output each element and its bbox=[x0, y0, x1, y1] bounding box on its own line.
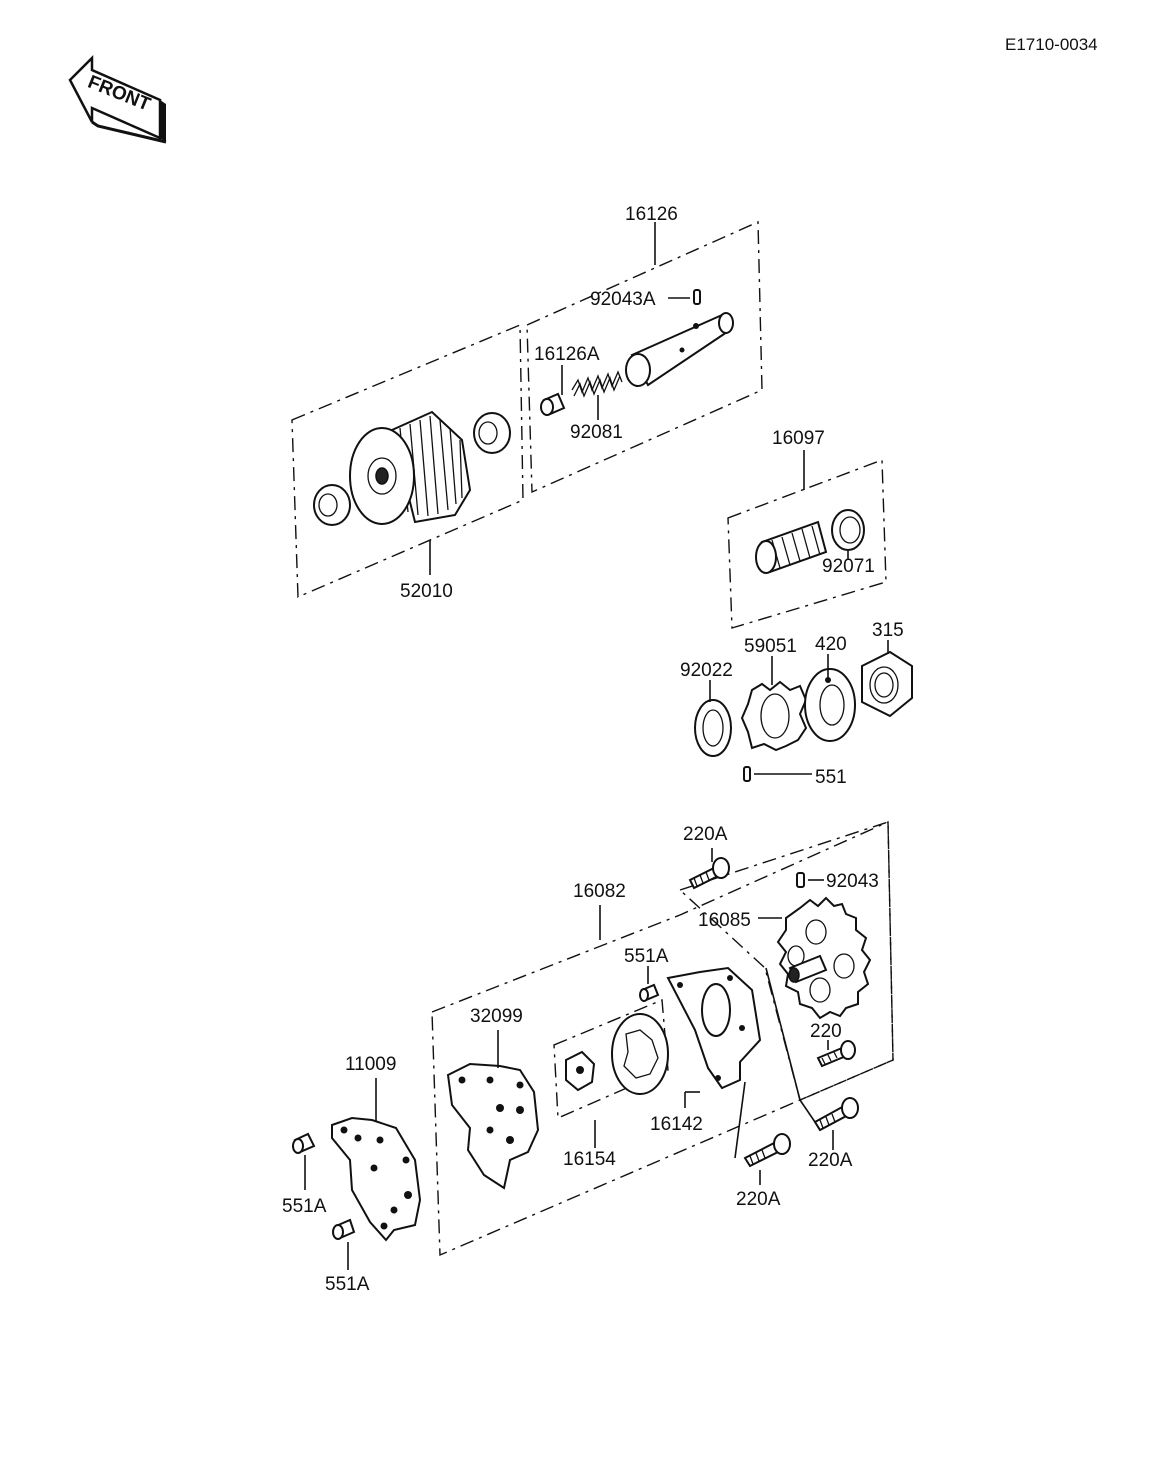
label-52010: 52010 bbox=[400, 581, 453, 602]
label-220A-right: 220A bbox=[808, 1150, 853, 1171]
outer-rotor bbox=[611, 1013, 669, 1095]
label-420: 420 bbox=[815, 634, 847, 655]
pin-551A-mid bbox=[639, 983, 660, 1002]
pin-92043A bbox=[693, 289, 701, 305]
pump-body-16142 bbox=[666, 966, 762, 1090]
relief-valve-body bbox=[625, 312, 734, 387]
bolt-220A-right bbox=[813, 1097, 859, 1132]
pin-551 bbox=[743, 766, 751, 782]
spring-92081 bbox=[571, 370, 623, 398]
strainer-group: 16097 92071 bbox=[727, 428, 887, 629]
bolt-220 bbox=[816, 1040, 856, 1068]
label-16126A: 16126A bbox=[534, 344, 600, 365]
washer-92022 bbox=[694, 699, 732, 757]
gasket-32099 bbox=[446, 1062, 540, 1190]
label-92071: 92071 bbox=[822, 556, 875, 577]
diagram-code: E1710-0034 bbox=[1005, 35, 1098, 54]
label-16085: 16085 bbox=[698, 910, 751, 931]
oil-pump-group: 16082 220A 92043 16085 bbox=[282, 820, 894, 1295]
label-551: 551 bbox=[815, 767, 847, 788]
label-220: 220 bbox=[810, 1021, 842, 1042]
bolt-220A-top bbox=[688, 857, 730, 890]
pump-cover-11009 bbox=[331, 1116, 422, 1242]
label-92043A: 92043A bbox=[590, 289, 656, 310]
drive-gear-row: 92022 59051 420 315 551 bbox=[680, 620, 913, 788]
label-315: 315 bbox=[872, 620, 904, 641]
filter-seal-right bbox=[473, 412, 511, 454]
label-551A-left-1: 551A bbox=[282, 1196, 327, 1217]
label-11009: 11009 bbox=[345, 1054, 396, 1075]
pin-551A-left-upper bbox=[292, 1132, 316, 1154]
bolt-220A-bottom bbox=[743, 1133, 791, 1168]
label-92022: 92022 bbox=[680, 660, 733, 681]
oil-filter-group: 52010 bbox=[291, 323, 524, 602]
pin-551A-left-lower bbox=[332, 1218, 356, 1240]
label-551A-left-2: 551A bbox=[325, 1274, 370, 1295]
filter-seal-left bbox=[313, 484, 351, 526]
label-220A-bottom: 220A bbox=[736, 1189, 781, 1210]
pin-92043 bbox=[796, 872, 805, 888]
drive-gear-59051 bbox=[740, 680, 808, 752]
nut-315 bbox=[861, 650, 913, 718]
inner-rotor bbox=[565, 1050, 596, 1092]
label-92081: 92081 bbox=[570, 422, 623, 443]
label-92043: 92043 bbox=[826, 871, 879, 892]
label-32099: 32099 bbox=[470, 1006, 523, 1027]
label-16142: 16142 bbox=[650, 1114, 703, 1135]
washer-420 bbox=[804, 668, 856, 742]
label-16126: 16126 bbox=[625, 204, 678, 225]
front-arrow-icon: FRONT bbox=[68, 54, 167, 144]
o-ring-92071 bbox=[831, 509, 865, 551]
label-551A-mid: 551A bbox=[624, 946, 669, 967]
label-16082: 16082 bbox=[573, 881, 626, 902]
label-16154: 16154 bbox=[563, 1149, 616, 1170]
relief-valve-group: 16126 92043A 92081 16126A bbox=[526, 204, 763, 494]
label-59051: 59051 bbox=[744, 636, 797, 657]
oil-strainer bbox=[755, 520, 828, 574]
pump-gear-16085 bbox=[776, 896, 872, 1020]
plunger-16126A bbox=[540, 392, 566, 416]
label-220A-top: 220A bbox=[683, 824, 728, 845]
oil-filter-element-52010 bbox=[349, 410, 472, 525]
label-16097: 16097 bbox=[772, 428, 825, 449]
